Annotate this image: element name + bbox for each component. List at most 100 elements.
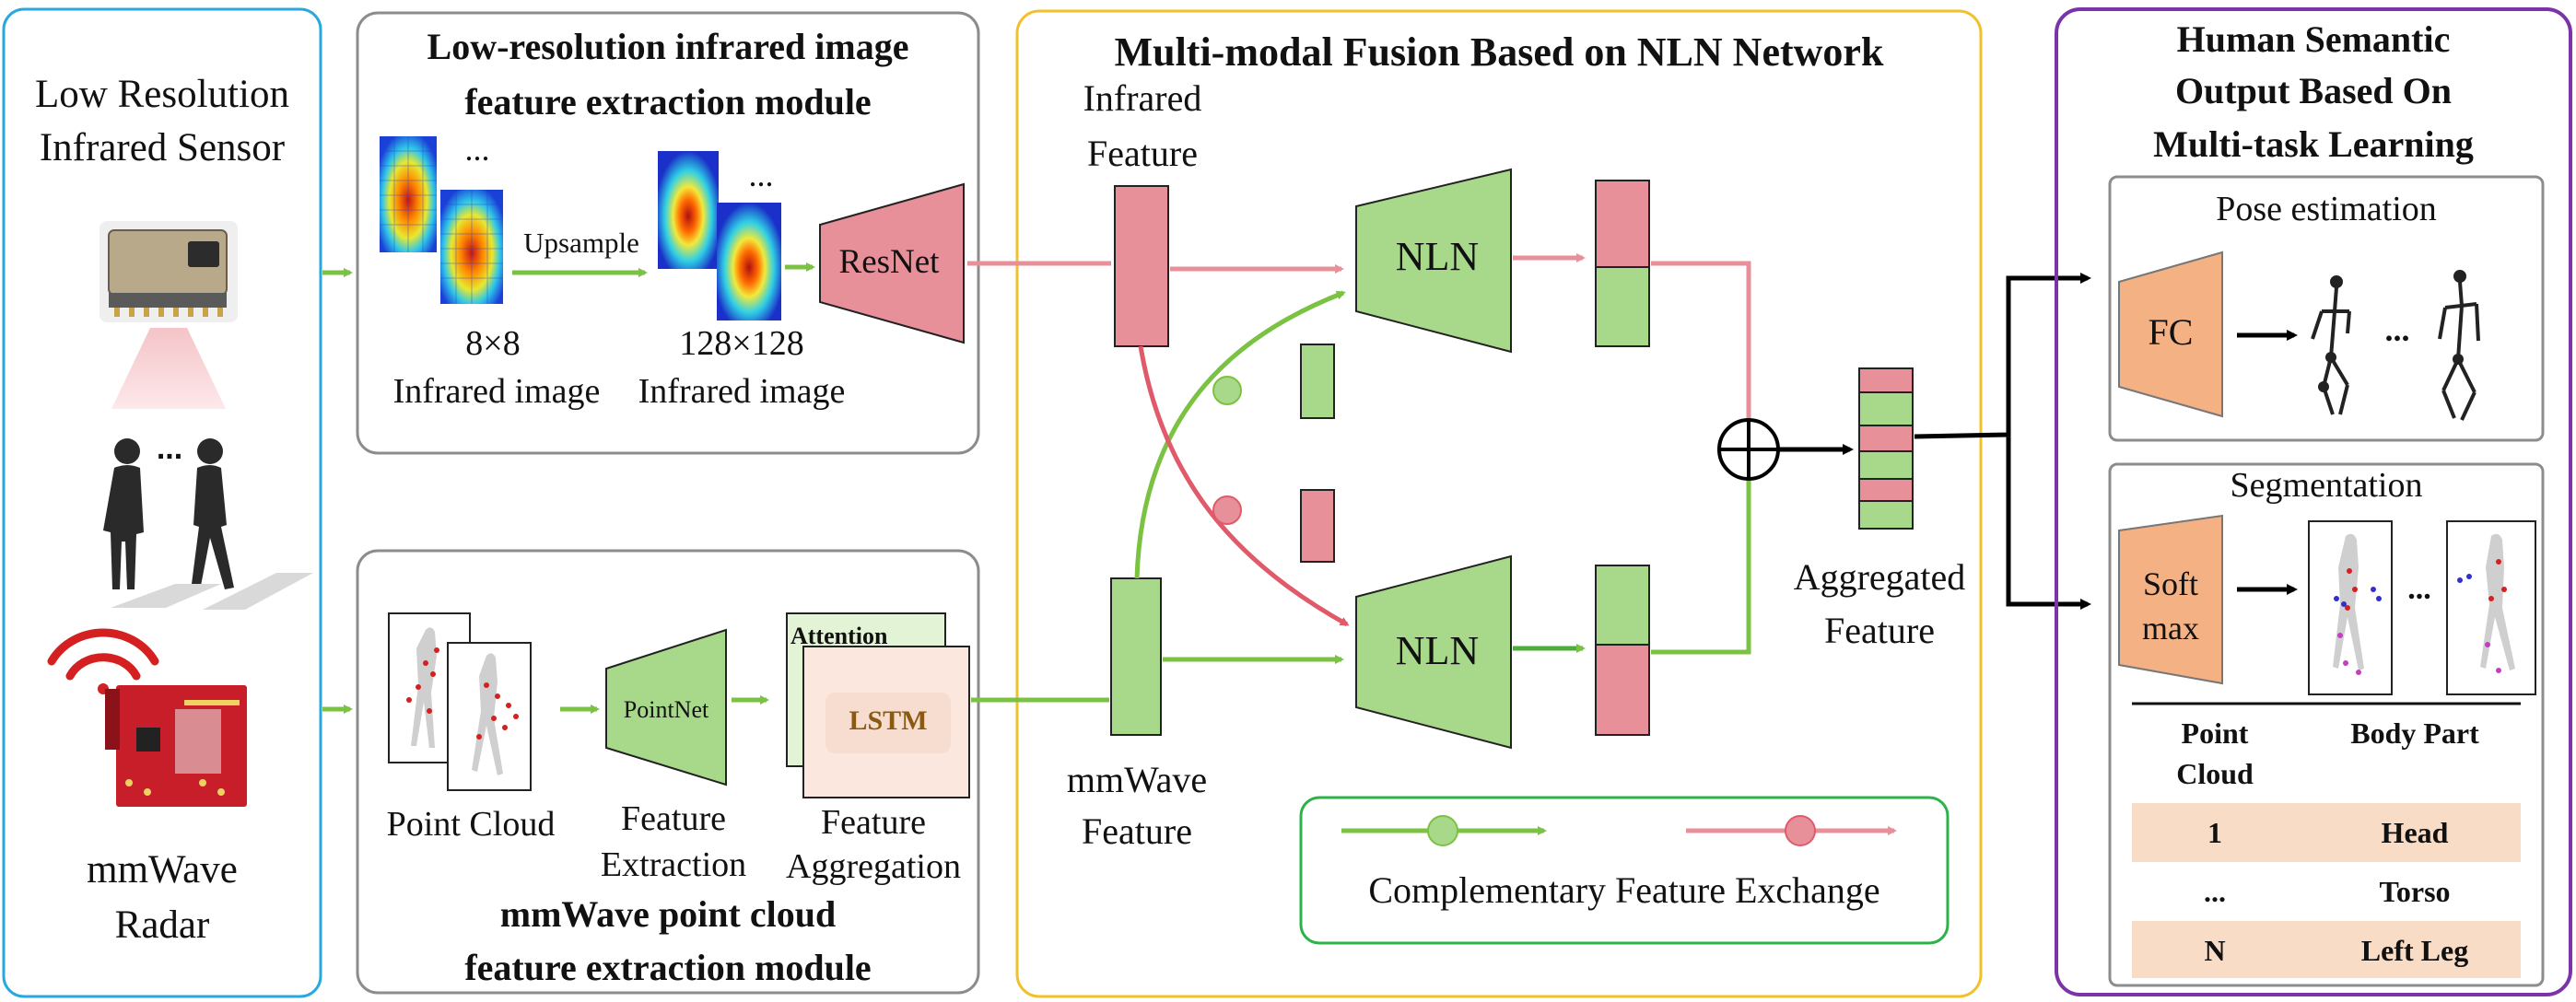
legend-green-node [1427, 815, 1458, 846]
output-panel [2055, 7, 2572, 996]
svg-text:...: ... [157, 431, 182, 466]
mmwave-feature-label-line1: mmWave [1066, 759, 1208, 800]
resnet-label: ResNet [838, 243, 940, 281]
legend-label: Complementary Feature Exchange [1368, 869, 1880, 911]
table-row-3-bg [2132, 921, 2521, 978]
small-image-size: 8×8 [465, 324, 521, 363]
legend-box [1299, 796, 1950, 945]
attention-label: Attention [790, 623, 888, 649]
aggregated-feature-stack [1858, 367, 1914, 530]
feature-extraction-line1: Feature [621, 799, 726, 838]
radar-label-line2: Radar [114, 903, 210, 947]
skeleton-icon-2 [2438, 270, 2480, 421]
table-row-3-point: N [2204, 934, 2226, 967]
line-bottom-to-sum [1651, 477, 1751, 655]
wifi-icon [47, 628, 159, 694]
fc-block [2118, 250, 2223, 418]
aggregated-feature-label-line2: Feature [1824, 610, 1935, 651]
nln-bottom-block [1355, 554, 1512, 750]
mmwave-feature-bar [1110, 577, 1162, 736]
pose-panel [2108, 175, 2545, 442]
ir-module-title-line2: feature extraction module [464, 81, 872, 122]
lstm-inner [825, 693, 951, 753]
pointnet-label: PointNet [623, 696, 709, 723]
large-image-size: 128×128 [679, 324, 804, 363]
upsample-label: Upsample [523, 227, 639, 259]
ir-large-ellipsis: ... [748, 157, 774, 193]
output-title-line2: Output Based On [2174, 70, 2453, 111]
feature-aggregation-line2: Aggregation [786, 847, 961, 886]
table-row-1-bg [2132, 803, 2521, 862]
nln-bottom-output-green [1595, 565, 1650, 646]
infrared-sensor-icon [100, 221, 238, 322]
ir-small-image-back [380, 136, 437, 252]
aggregated-feature-label-line1: Aggregated [1793, 556, 1966, 598]
nln-top-output-green [1595, 266, 1650, 347]
ir-large-image-front [717, 203, 781, 320]
infrared-feature-label-line2: Feature [1087, 133, 1198, 174]
softmax-block [2118, 514, 2223, 685]
table-row-1-point: 1 [2207, 816, 2222, 849]
output-title-line1: Human Semantic [2176, 18, 2451, 60]
infrared-feature-bar [1114, 185, 1169, 347]
small-image-caption: Infrared image [392, 372, 601, 411]
nln-top-block [1355, 168, 1512, 354]
point-cloud-image-front [447, 642, 532, 791]
exchanged-pink-bar [1300, 489, 1335, 563]
large-image-caption: Infrared image [638, 372, 846, 411]
mmwave-feature-label-line2: Feature [1082, 810, 1192, 852]
infrared-feature-label-line1: Infrared [1083, 77, 1202, 119]
pose-estimation-title: Pose estimation [2216, 190, 2437, 228]
fusion-panel [1015, 9, 1983, 998]
table-row-1-part: Head [2381, 816, 2449, 849]
segmentation-image-2 [2446, 520, 2536, 695]
radar-board-icon [105, 685, 247, 807]
pointnet-block [605, 628, 727, 786]
line-top-to-sum [1651, 261, 1751, 424]
nln-top-output-pink [1595, 180, 1650, 268]
people-icon: ... [103, 431, 234, 589]
sensor-field-of-view [111, 328, 226, 409]
softmax-label-line1: Soft [2142, 565, 2198, 602]
legend-pink-node [1785, 815, 1816, 846]
fc-label: FC [2148, 311, 2194, 353]
softmax-label-line2: max [2142, 610, 2199, 647]
point-cloud-caption: Point Cloud [386, 805, 556, 844]
skeleton-icon-1 [2311, 275, 2351, 415]
segmentation-panel [2108, 462, 2545, 987]
feature-aggregation-line1: Feature [821, 803, 926, 842]
ir-module-panel [356, 11, 980, 455]
segmentation-title: Segmentation [2230, 466, 2423, 505]
green-exchange-curve [1134, 290, 1346, 579]
lstm-label: LSTM [849, 705, 928, 736]
mmwave-module-title-line1: mmWave point cloud [499, 893, 837, 935]
table-header-point-line2: Cloud [2176, 757, 2254, 790]
mmwave-module-title-line2: feature extraction module [464, 947, 872, 988]
feature-extraction-line2: Extraction [600, 845, 747, 884]
sensor-panel [2, 7, 322, 998]
exchanged-green-bar [1300, 344, 1335, 419]
branch-lines [1914, 275, 2086, 607]
table-row-2-part: Torso [2379, 875, 2451, 908]
pose-ellipsis: ... [2384, 311, 2410, 348]
table-header-point-line1: Point [2181, 717, 2249, 750]
sensor-title-line2: Infrared Sensor [39, 126, 286, 169]
table-row-3-part: Left Leg [2360, 934, 2469, 967]
red-exchange-curve [1138, 345, 1350, 627]
fusion-title: Multi-modal Fusion Based on NLN Network [1114, 29, 1884, 75]
nln-bottom-output-pink [1595, 644, 1650, 736]
table-header-body-part: Body Part [2350, 717, 2479, 750]
output-title-line3: Multi-task Learning [2153, 123, 2474, 165]
sum-operator-icon [1717, 418, 1780, 481]
mmwave-module-panel [356, 549, 980, 995]
nln-bottom-label: NLN [1395, 628, 1480, 673]
table-row-2-point: ... [2204, 875, 2226, 908]
nln-top-label: NLN [1395, 234, 1480, 279]
red-exchange-node [1212, 495, 1242, 525]
shadow-icon [111, 573, 313, 610]
green-exchange-node [1212, 376, 1242, 405]
sensor-title-line1: Low Resolution [35, 73, 289, 116]
ir-large-image-back [658, 151, 719, 269]
radar-label-line1: mmWave [87, 848, 238, 891]
